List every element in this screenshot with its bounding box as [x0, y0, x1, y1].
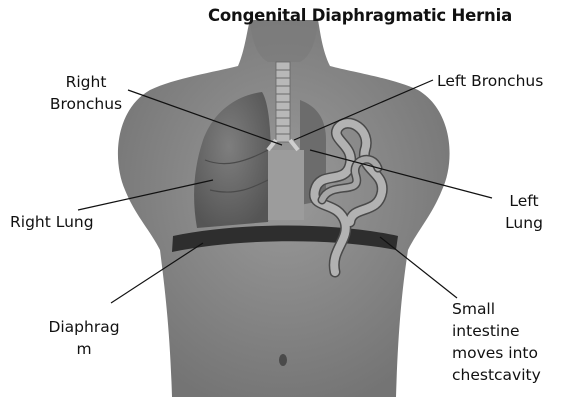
navel: [279, 354, 287, 366]
label-left-bronchus: Left Bronchus: [437, 70, 543, 92]
label-left-lung: Left Lung: [496, 190, 552, 234]
label-small-intestine: Small intestine moves into chestcavity: [452, 298, 541, 386]
mediastinum: [268, 150, 304, 220]
label-right-lung: Right Lung: [10, 211, 94, 233]
diagram-title: Congenital Diaphragmatic Hernia: [180, 6, 540, 25]
label-diaphragm: Diaphrag m: [38, 316, 130, 360]
label-right-bronchus: Right Bronchus: [40, 71, 132, 115]
